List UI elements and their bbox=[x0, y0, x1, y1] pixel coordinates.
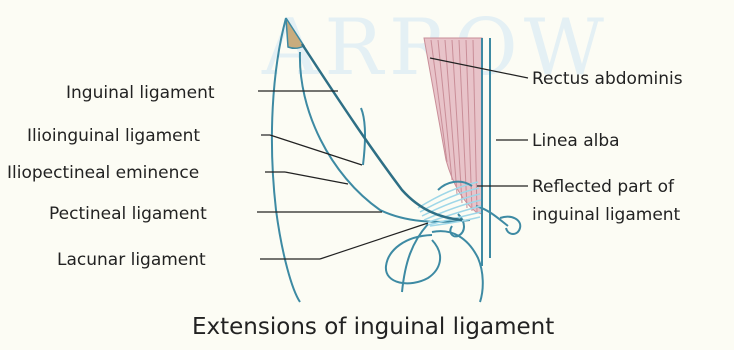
label-ilioinguinal-ligament: Ilioinguinal ligament bbox=[27, 126, 200, 146]
label-reflected-part-line2: inguinal ligament bbox=[532, 205, 681, 225]
label-rectus-abdominis: Rectus abdominis bbox=[532, 69, 683, 89]
label-linea-alba: Linea alba bbox=[532, 131, 620, 151]
label-inguinal-ligament: Inguinal ligament bbox=[66, 83, 215, 103]
label-pectineal-ligament: Pectineal ligament bbox=[49, 204, 207, 224]
label-reflected-part-line1: Reflected part of bbox=[532, 177, 675, 197]
label-iliopectineal-eminence: Iliopectineal eminence bbox=[7, 163, 199, 183]
rectus-abdominis-muscle bbox=[424, 38, 482, 214]
label-lacunar-ligament: Lacunar ligament bbox=[57, 250, 206, 270]
caption: Extensions of inguinal ligament bbox=[192, 314, 554, 340]
